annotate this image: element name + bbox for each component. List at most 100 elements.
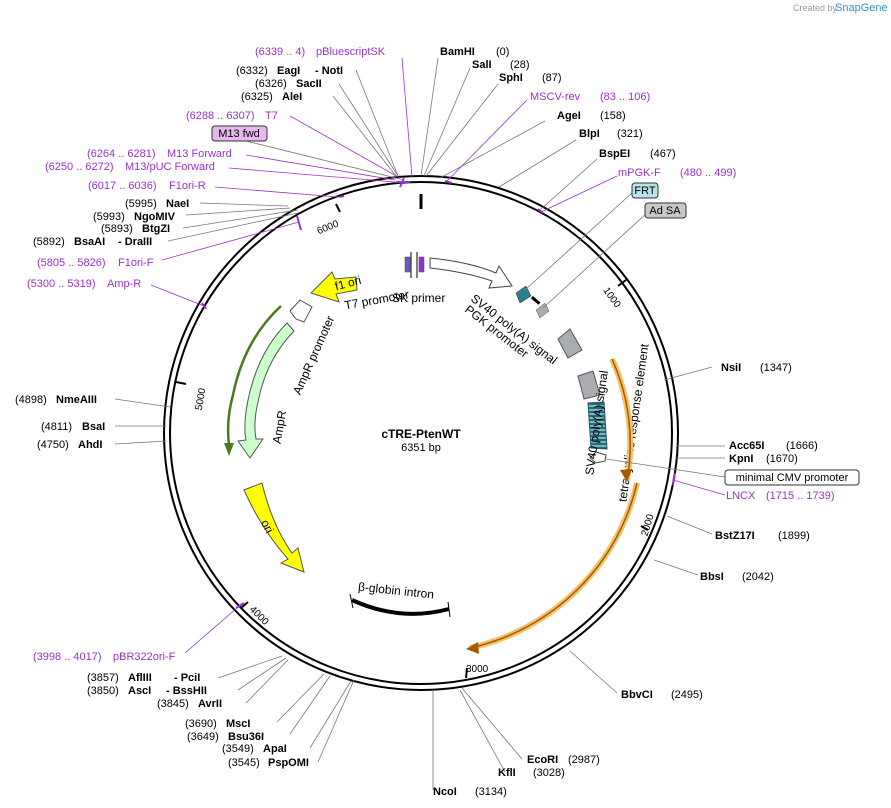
- tre-label: tetracycline response element: [615, 342, 651, 502]
- primer-f1orir[interactable]: F1ori-R: [169, 180, 206, 192]
- primer-lncx[interactable]: LNCX: [726, 490, 756, 502]
- enzyme-ecori[interactable]: EcoRI: [527, 754, 558, 766]
- enzyme-acc65i[interactable]: Acc65I: [729, 440, 764, 452]
- sv40-box[interactable]: [577, 370, 601, 400]
- primer-m13puc-range: (6250 .. 6272): [45, 161, 114, 173]
- enzyme-ncoi-pos: (3134): [475, 786, 507, 798]
- primer-ampr[interactable]: Amp-R: [107, 278, 141, 290]
- enzyme-agei[interactable]: AgeI: [557, 110, 581, 122]
- orange-arc-bottom[interactable]: [469, 482, 638, 649]
- mincmv-box[interactable]: minimal CMV promoter: [724, 469, 860, 486]
- enzyme-noti[interactable]: - NotI: [315, 65, 343, 77]
- primer-t7[interactable]: T7: [265, 110, 278, 122]
- brand-prefix: Created by: [793, 3, 838, 13]
- primer-f1orif[interactable]: F1ori-F: [118, 257, 154, 269]
- enzyme-sphi[interactable]: SphI: [499, 72, 523, 84]
- primer-labels: (6339 .. 4) pBluescriptSK MSCV-rev (83 .…: [27, 46, 835, 663]
- enzyme-pspomi[interactable]: PspOMI: [268, 757, 309, 769]
- enzyme-pcii[interactable]: - PciI: [174, 672, 200, 684]
- sk-primer-mark[interactable]: [418, 256, 425, 273]
- enzyme-bbvci-pos: (2495): [671, 689, 703, 701]
- enzyme-eagi[interactable]: EagI: [277, 65, 300, 77]
- brand-logo[interactable]: SnapGene: [835, 2, 888, 14]
- sv40-top-label: SV40 poly(A) signal: [468, 291, 560, 367]
- enzyme-agei-pos: (158): [600, 110, 626, 122]
- enzyme-ahdi[interactable]: AhdI: [78, 439, 102, 451]
- orange-arc-top[interactable]: [611, 358, 631, 481]
- enzyme-sali[interactable]: SalI: [472, 59, 492, 71]
- pgk-promoter-box[interactable]: [557, 328, 583, 359]
- tick-4000-mark: [240, 601, 249, 609]
- enzyme-bsu36i[interactable]: Bsu36I: [228, 731, 264, 743]
- enzyme-ngomiv[interactable]: NgoMIV: [134, 211, 176, 223]
- enzyme-bspei[interactable]: BspEI: [599, 148, 630, 160]
- enzyme-alei-pos: (6325): [241, 91, 273, 103]
- enzyme-afliii[interactable]: AflIII: [128, 672, 152, 684]
- f1ori-arrow[interactable]: [310, 271, 358, 303]
- enzyme-ecori-pos: (2987): [568, 754, 600, 766]
- primer-pbr322[interactable]: pBR322ori-F: [113, 651, 176, 663]
- top-orf-arrow[interactable]: [429, 257, 513, 289]
- betaglobin-arc[interactable]: [351, 598, 450, 616]
- frt-box[interactable]: FRT: [631, 182, 659, 199]
- enzyme-sacii[interactable]: SacII: [296, 78, 322, 90]
- mincmv-feature[interactable]: [589, 451, 607, 464]
- tick-5000-mark: [175, 381, 187, 385]
- enzyme-bbvci[interactable]: BbvCI: [621, 689, 653, 701]
- enzyme-btgzi[interactable]: BtgZI: [142, 223, 170, 235]
- enzyme-kfli-pos: (3028): [533, 767, 565, 779]
- enzyme-bstz17i-pos: (1899): [778, 530, 810, 542]
- tre-element[interactable]: [587, 401, 608, 450]
- enzyme-bstz17i[interactable]: BstZ17I: [715, 530, 755, 542]
- orange-arc-bottom-glow: [469, 482, 640, 651]
- ori-arrow[interactable]: [243, 482, 305, 573]
- enzyme-naei[interactable]: NaeI: [166, 198, 189, 210]
- enzyme-labels: BamHI (0) SalI (28) SphI (87) AgeI (158)…: [15, 46, 818, 798]
- orange-arrowhead-top: [620, 469, 632, 482]
- enzyme-asci[interactable]: AscI: [128, 685, 151, 697]
- enzyme-draiii[interactable]: - DraIII: [118, 236, 152, 248]
- enzyme-kpni-pos: (1670): [766, 453, 798, 465]
- enzyme-nmeaiii[interactable]: NmeAIII: [56, 394, 97, 406]
- enzyme-blpi[interactable]: BlpI: [579, 128, 600, 140]
- frt-feature[interactable]: [515, 285, 532, 304]
- enzyme-bsaai-pos: (5892): [33, 236, 65, 248]
- adsa-box[interactable]: Ad SA: [644, 202, 687, 219]
- enzyme-avrii[interactable]: AvrII: [198, 698, 222, 710]
- t7-promoter-mark[interactable]: [404, 256, 411, 273]
- enzyme-nsii[interactable]: NsiI: [721, 362, 741, 374]
- enzyme-bsshii[interactable]: - BssHII: [166, 685, 207, 697]
- enzyme-sacii-pos: (6326): [255, 78, 287, 90]
- enzyme-kpni[interactable]: KpnI: [729, 453, 753, 465]
- enzyme-bamhi[interactable]: BamHI: [440, 46, 475, 58]
- tick-2000-mark: [640, 525, 649, 531]
- enzyme-kfli[interactable]: KflI: [498, 767, 516, 779]
- adsa-feature[interactable]: [535, 302, 550, 319]
- ampr-arrow[interactable]: [237, 322, 295, 459]
- enzyme-apai[interactable]: ApaI: [263, 743, 287, 755]
- enzyme-bsaai[interactable]: BsaAI: [74, 236, 105, 248]
- primer-pbluescriptsk[interactable]: pBluescriptSK: [316, 46, 386, 58]
- ampr-dark-arc: [226, 305, 282, 446]
- enzyme-bamhi-pos: (0): [496, 46, 509, 58]
- enzyme-ncoi[interactable]: NcoI: [433, 786, 457, 798]
- betaglobin-label: β-globin intron: [357, 580, 434, 602]
- enzyme-alei[interactable]: AleI: [282, 91, 302, 103]
- primer-mpgkf[interactable]: mPGK-F: [618, 167, 661, 179]
- enzyme-leaders: [114, 57, 725, 790]
- enzyme-bsai[interactable]: BsaI: [82, 421, 105, 433]
- primer-m13forward[interactable]: M13 Forward: [167, 148, 232, 160]
- enzyme-nmeaiii-pos: (4898): [15, 394, 47, 406]
- primer-msvcrev[interactable]: MSCV-rev: [530, 91, 581, 103]
- tick-1000: 1000: [600, 286, 622, 311]
- backbone-inner: [169, 181, 673, 685]
- enzyme-msci[interactable]: MscI: [226, 718, 250, 730]
- enzyme-bbsi[interactable]: BbsI: [700, 571, 724, 583]
- primer-mpgkf-range: (480 .. 499): [680, 167, 736, 179]
- enzyme-bspei-pos: (467): [650, 148, 676, 160]
- enzyme-bsai-pos: (4811): [41, 421, 72, 433]
- m13fwd-box[interactable]: M13 fwd: [211, 125, 268, 142]
- enzyme-naei-pos: (5995): [125, 198, 157, 210]
- ampr-promoter-arrow[interactable]: [289, 299, 313, 323]
- primer-m13puc[interactable]: M13/pUC Forward: [125, 161, 215, 173]
